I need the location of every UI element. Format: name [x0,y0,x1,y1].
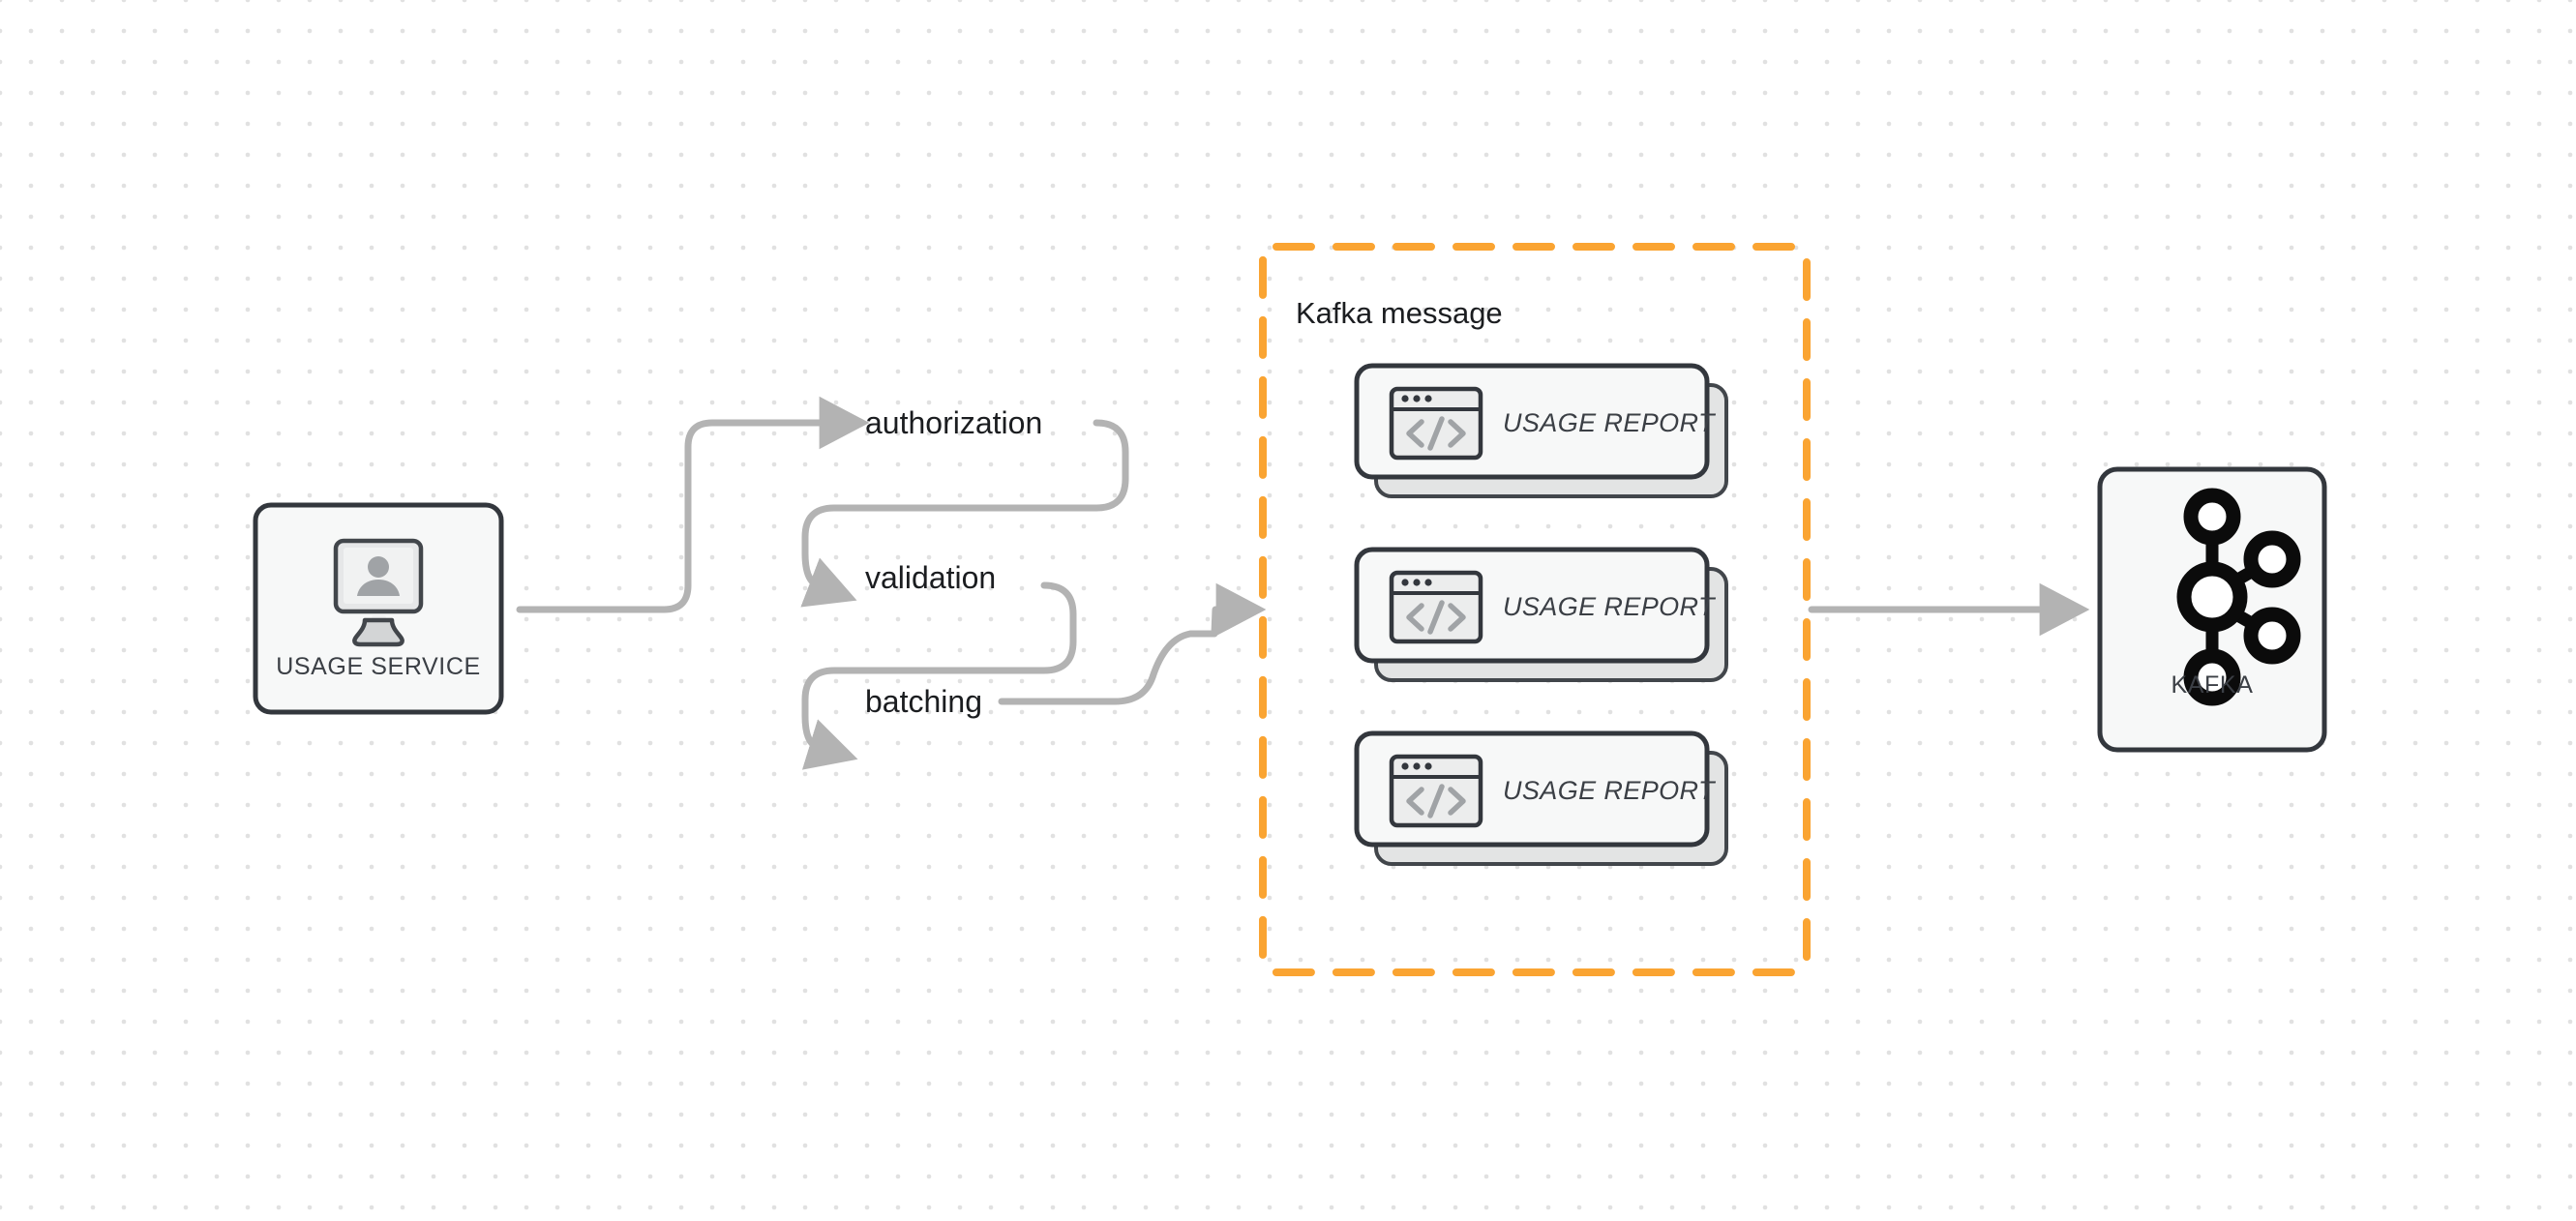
card-usage-report-2[interactable]: USAGE REPORT [1354,547,1728,682]
connector-group [516,396,2090,770]
connector-usage-service-to-authorization [516,396,870,613]
node-usage-service[interactable]: USAGE SERVICE [253,502,504,715]
card-usage-report-1[interactable]: USAGE REPORT [1354,363,1728,498]
group-kafka-message-border [1259,243,1811,976]
stage-label-authorization: authorization [865,405,1042,440]
card-usage-report-3[interactable]: USAGE REPORT [1354,730,1728,866]
stage-label-validation: validation [865,560,996,595]
card-label: USAGE REPORT [1503,408,1717,437]
monitor-user-icon [333,538,424,647]
card-label: USAGE REPORT [1503,592,1717,621]
kafka-logo-icon [2176,488,2301,706]
node-kafka[interactable]: KAFKA [2097,466,2327,753]
code-window-icon [1389,386,1483,461]
card-label: USAGE REPORT [1503,776,1717,805]
kafka-label: KAFKA [2172,671,2254,699]
connector-authorization-to-validation [800,419,1129,608]
stage-label-batching: batching [865,684,982,719]
usage-service-label: USAGE SERVICE [276,653,481,680]
group-kafka-message[interactable]: Kafka message [1259,243,1811,976]
code-window-icon [1389,754,1483,828]
connector-validation-to-batching [801,581,1077,770]
code-window-icon [1389,570,1483,644]
group-kafka-message-title: Kafka message [1296,296,1503,330]
connector-batching-to-kafka-message [998,582,1267,705]
